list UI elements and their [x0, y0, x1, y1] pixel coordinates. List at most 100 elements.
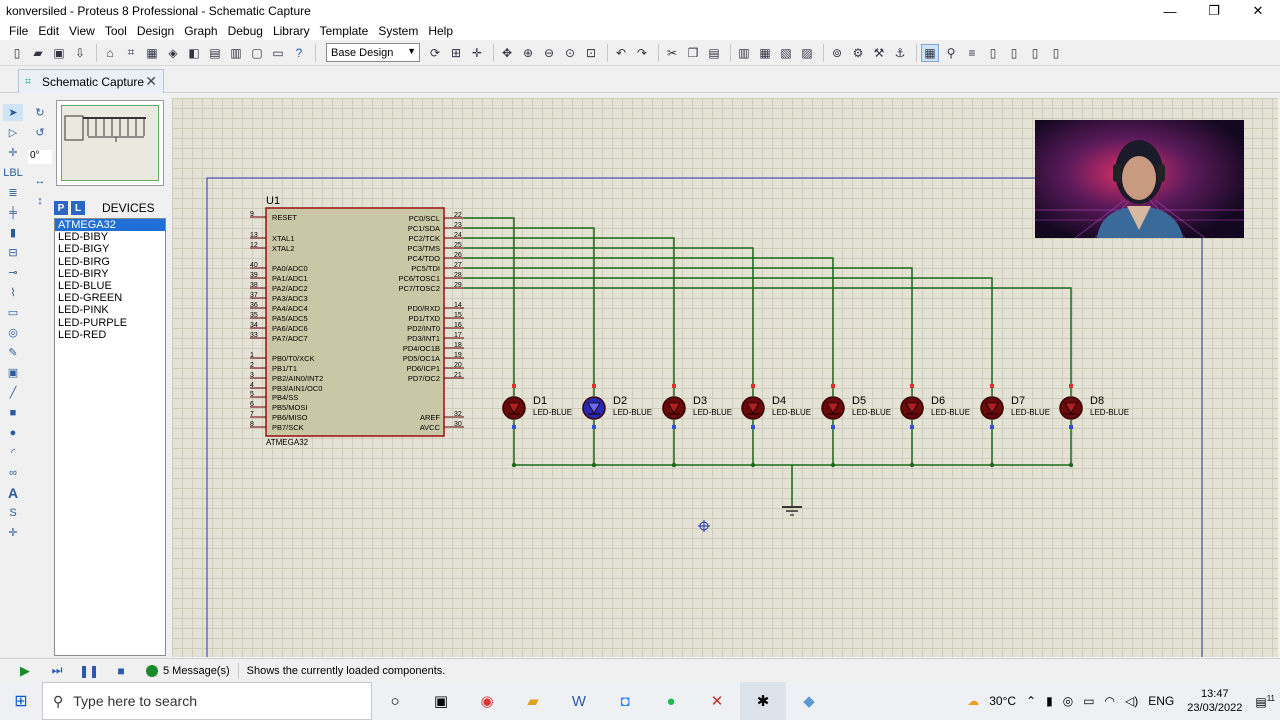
show-hidden-icons-icon[interactable]: ⌃ — [1026, 694, 1037, 708]
menu-file[interactable]: File — [9, 24, 29, 38]
graph-icon[interactable]: ⌇ — [10, 287, 16, 299]
wire-autorouter-icon[interactable]: ▦ — [921, 43, 939, 62]
menu-library[interactable]: Library — [272, 24, 310, 38]
voltage-probe-icon[interactable]: ✎ — [8, 347, 18, 359]
open-folder-icon[interactable]: ▰ — [33, 45, 43, 60]
menu-design[interactable]: Design — [136, 24, 175, 38]
new-file-icon[interactable]: ▯ — [13, 45, 21, 60]
bom-icon[interactable]: ▥ — [230, 45, 242, 60]
device-list-item[interactable]: ATMEGA32 — [55, 219, 165, 232]
zoom-out-icon[interactable]: ⊖ — [543, 45, 555, 60]
import-icon[interactable]: ⇩ — [74, 45, 86, 60]
buses-icon[interactable]: ╪ — [9, 206, 17, 219]
origin-icon[interactable]: ✛ — [471, 45, 483, 60]
zoom-in-icon[interactable]: ⊕ — [522, 45, 534, 60]
tab-schematic-capture[interactable]: ⌗ Schematic Capture ✕ — [18, 69, 164, 93]
windows-start-icon[interactable]: ⊞ — [14, 693, 28, 710]
electrical-rule-check-icon[interactable]: ▯ — [1052, 45, 1060, 60]
save-icon[interactable]: ▣ — [53, 45, 65, 60]
device-list-item[interactable]: LED-PURPLE — [58, 316, 128, 329]
refresh-icon[interactable]: ⟳ — [429, 45, 441, 60]
pins-icon[interactable]: ⊸ — [8, 267, 18, 279]
text-script-icon[interactable]: ≣ — [8, 187, 18, 199]
wifi-icon[interactable]: ◠ — [1104, 694, 1116, 708]
remove-sheet-icon[interactable]: ▯ — [1010, 45, 1018, 60]
messages-count[interactable]: 5 Message(s) — [163, 664, 230, 677]
zoom-app-icon[interactable]: ◘ — [620, 692, 630, 710]
menu-debug[interactable]: Debug — [227, 24, 263, 38]
battery-icon[interactable]: ▭ — [1083, 694, 1095, 708]
device-list-item[interactable]: LED-BIRG — [58, 255, 110, 268]
gerber-icon[interactable]: ◧ — [188, 45, 200, 60]
notification-center-icon[interactable]: ▤11 — [1255, 693, 1275, 709]
exit-to-parent-icon[interactable]: ▯ — [1031, 45, 1039, 60]
text-icon[interactable]: A — [7, 484, 19, 501]
schematic-icon[interactable]: ⌗ — [127, 45, 135, 59]
overview-window[interactable] — [56, 100, 164, 186]
camera-icon[interactable]: ◎ — [1062, 694, 1074, 708]
device-list-item[interactable]: LED-BIRY — [58, 267, 109, 280]
run-simulation-icon[interactable]: ▶ — [20, 662, 30, 678]
block-move-icon[interactable]: ▦ — [759, 45, 771, 60]
mirror-horizontal-icon[interactable]: ↔ — [34, 174, 46, 187]
minimize-button[interactable]: — — [1163, 3, 1177, 19]
menu-help[interactable]: Help — [428, 24, 454, 38]
menu-tool[interactable]: Tool — [104, 24, 127, 38]
pan-icon[interactable]: ✥ — [501, 45, 513, 60]
pick-device-icon[interactable]: ⊚ — [831, 45, 843, 60]
notes-icon[interactable]: ▭ — [272, 45, 284, 60]
line-icon[interactable]: ╱ — [9, 387, 17, 399]
source-code-icon[interactable]: ▢ — [251, 45, 263, 60]
task-view-icon[interactable]: ▣ — [433, 693, 449, 710]
device-list-item[interactable]: LED-RED — [58, 328, 107, 341]
box-icon[interactable]: ■ — [9, 406, 17, 419]
grid-toggle-icon[interactable]: ⊞ — [450, 45, 462, 60]
pcb-icon[interactable]: ▦ — [146, 45, 158, 60]
block-delete-icon[interactable]: ▨ — [801, 45, 813, 60]
component-mode-icon[interactable]: ▷ — [8, 127, 18, 139]
undo-icon[interactable]: ↶ — [615, 45, 627, 60]
help-icon[interactable]: ? — [295, 45, 303, 60]
paste-icon[interactable]: ▤ — [708, 45, 720, 60]
close-icon[interactable]: ✕ — [145, 73, 157, 89]
cortana-icon[interactable]: ○ — [390, 692, 400, 710]
menu-edit[interactable]: Edit — [38, 24, 60, 38]
redo-icon[interactable]: ↷ — [636, 45, 648, 60]
chrome-icon[interactable]: ◉ — [480, 693, 494, 710]
spotify-icon[interactable]: ● — [666, 692, 676, 710]
closed-path-icon[interactable]: ∞ — [9, 466, 17, 479]
proteus-taskbar-icon[interactable]: ✱ — [740, 682, 786, 720]
cut-icon[interactable]: ✂ — [666, 45, 678, 60]
volume-icon[interactable]: ◁) — [1125, 694, 1139, 708]
pause-simulation-icon[interactable]: ❚❚ — [78, 663, 100, 678]
virtual-instruments-icon[interactable]: ▣ — [7, 367, 19, 379]
terminals-icon[interactable]: ⊟ — [8, 247, 18, 259]
weather-icon[interactable]: ☁ — [967, 694, 980, 708]
rotate-clockwise-icon[interactable]: ↻ — [35, 107, 45, 119]
circle-icon[interactable]: ● — [9, 426, 17, 439]
symbol-icon[interactable]: S — [9, 506, 17, 519]
3d-icon[interactable]: ◈ — [168, 45, 178, 60]
menu-view[interactable]: View — [69, 24, 95, 38]
pick-devices-button[interactable]: P — [54, 201, 68, 215]
taskbar-search-box[interactable]: ⚲ Type here to search — [42, 682, 372, 720]
block-rotate-icon[interactable]: ▧ — [780, 45, 792, 60]
device-list-item[interactable]: LED-BLUE — [58, 279, 112, 292]
notes-app-icon[interactable]: ◆ — [803, 693, 815, 710]
device-list-item[interactable]: LED-PINK — [58, 304, 109, 317]
design-variant-select[interactable]: Base Design ▼ — [326, 43, 420, 62]
file-explorer-icon[interactable]: ▰ — [527, 693, 539, 710]
microphone-icon[interactable]: ▮ — [1046, 694, 1053, 708]
avr-app-icon[interactable]: ✕ — [710, 693, 724, 710]
search-icon[interactable]: ⚲ — [946, 45, 956, 60]
junction-dot-icon[interactable]: ✛ — [8, 147, 18, 159]
step-simulation-icon[interactable]: ⏭ — [51, 663, 63, 677]
property-assign-icon[interactable]: ≡ — [968, 45, 976, 60]
restore-button[interactable]: ❐ — [1208, 3, 1220, 18]
wire-label-icon[interactable]: LBL — [3, 166, 23, 179]
decompose-icon[interactable]: ⚓ — [894, 45, 906, 60]
word-icon[interactable]: W — [571, 692, 587, 710]
device-list-item[interactable]: LED-GREEN — [58, 292, 123, 305]
subcircuit-icon[interactable]: ▮ — [9, 227, 17, 239]
menu-template[interactable]: Template — [319, 24, 369, 38]
